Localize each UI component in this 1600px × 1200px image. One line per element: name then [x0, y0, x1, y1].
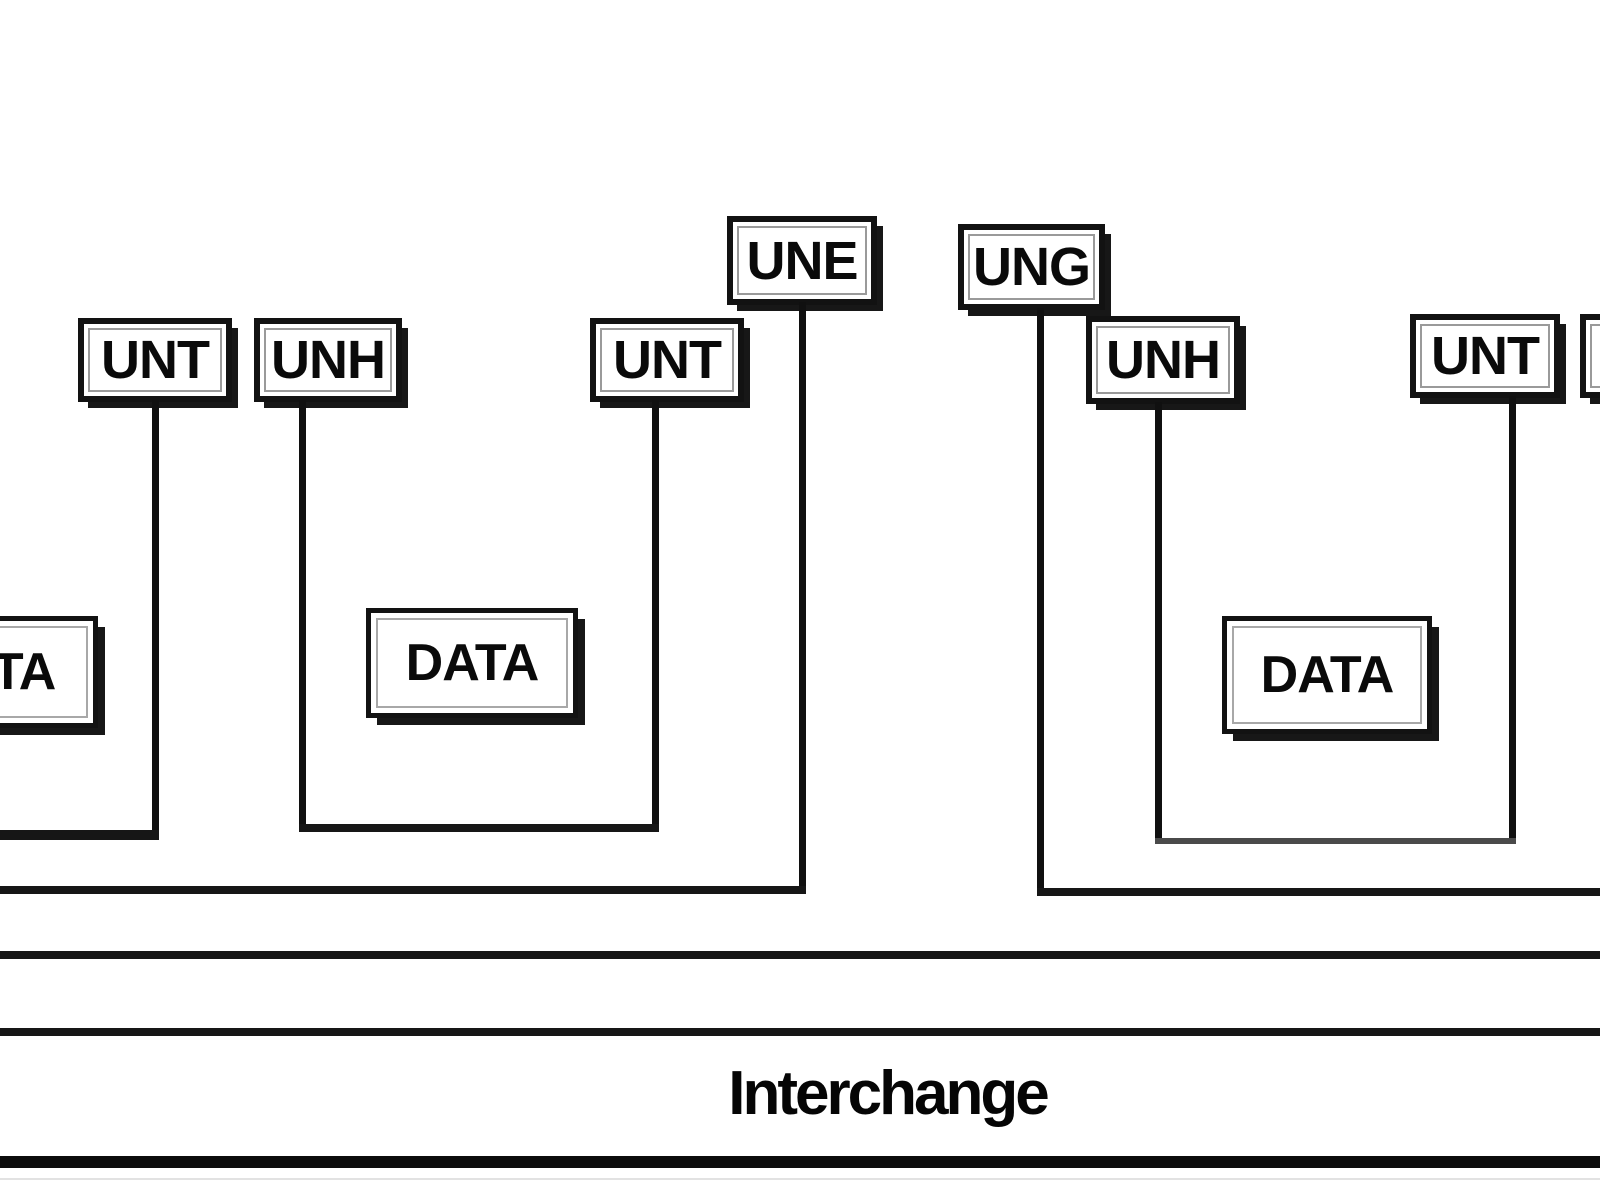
segment-box-une: UNE [727, 216, 877, 305]
interchange-caption: Interchange [728, 1059, 1049, 1128]
segment-box-unt-3: UNT [1410, 314, 1560, 398]
segment-box-partial-right [1580, 314, 1600, 398]
data-box-right: DATA [1222, 616, 1432, 734]
group-bracket-left-bottom [0, 886, 806, 894]
connector-unh-2 [1155, 402, 1162, 844]
message-bracket-middle-bottom [299, 824, 659, 832]
bottom-thick-rule [0, 1156, 1600, 1168]
segment-label-unt-3: UNT [1431, 326, 1540, 386]
connector-unt-2 [652, 400, 659, 832]
bottom-faint-rule [0, 1178, 1600, 1180]
group-bracket-right-bottom [1037, 888, 1600, 896]
connector-une [799, 302, 806, 894]
data-box-middle: DATA [366, 608, 578, 718]
data-box-left: DATA [0, 616, 98, 728]
segment-label-unh-1: UNH [271, 330, 386, 390]
segment-box-ung: UNG [958, 224, 1105, 310]
segment-box-unt-1: UNT [78, 318, 232, 402]
message-bracket-left-bottom [0, 830, 159, 840]
segment-label-ung: UNG [973, 237, 1091, 297]
data-label-middle: DATA [405, 634, 540, 692]
interchange-level-line-upper [0, 951, 1600, 959]
connector-ung [1037, 308, 1044, 896]
data-label-left: DATA [0, 643, 56, 701]
segment-box-unh-1: UNH [254, 318, 402, 402]
connector-unh-1 [299, 400, 306, 832]
segment-label-unh-2: UNH [1106, 330, 1221, 390]
segment-box-unh-2: UNH [1086, 316, 1240, 404]
segment-box-unt-2: UNT [590, 318, 744, 402]
data-label-right: DATA [1260, 646, 1395, 704]
connector-unt-1 [152, 400, 159, 840]
connector-unt-3 [1509, 396, 1516, 844]
segment-label-unt-1: UNT [101, 330, 210, 390]
interchange-level-line-lower [0, 1028, 1600, 1036]
segment-label-unt-2: UNT [613, 330, 722, 390]
message-bracket-right-bottom [1155, 838, 1516, 844]
segment-label-une: UNE [746, 230, 858, 291]
